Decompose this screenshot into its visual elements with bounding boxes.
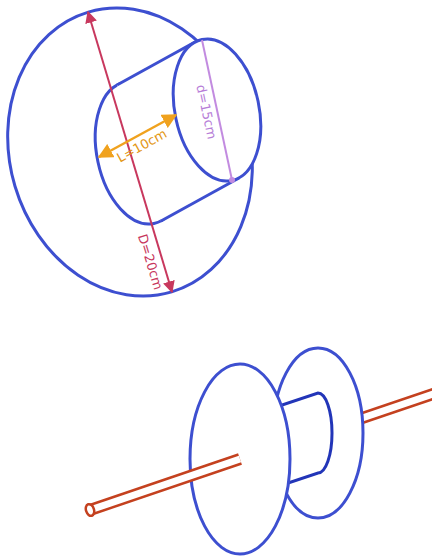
dimension-dot [229, 177, 235, 183]
rod [90, 459, 240, 510]
cylinder-front [161, 31, 273, 189]
flange-disc [0, 0, 287, 326]
rod-end [84, 503, 95, 517]
dimension-line [88, 12, 172, 292]
rod [90, 459, 240, 510]
cylinder-edge [161, 178, 239, 221]
